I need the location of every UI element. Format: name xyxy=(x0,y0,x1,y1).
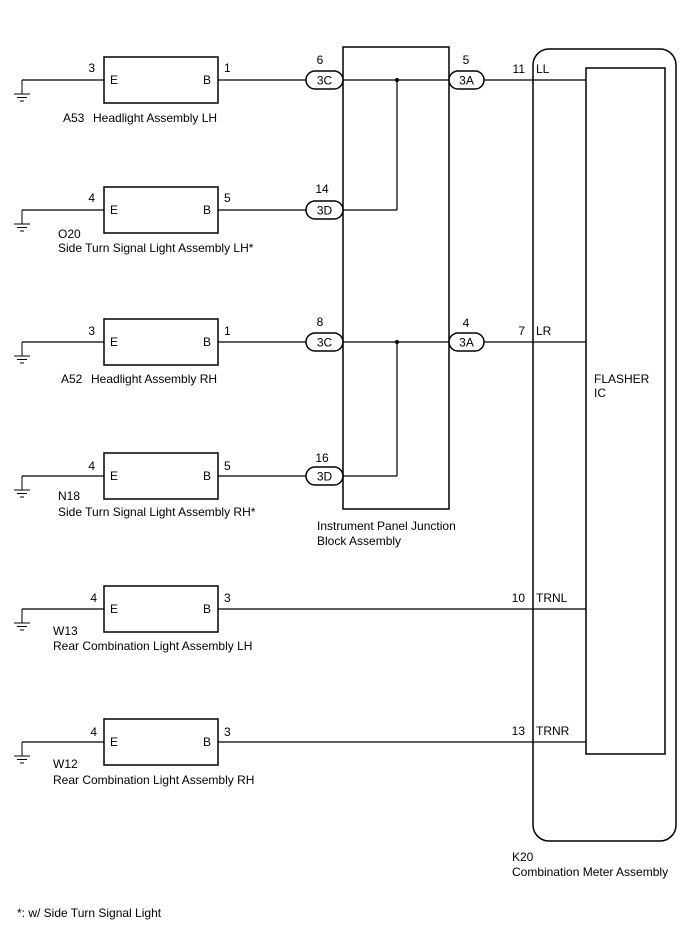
connector-pin: 14 xyxy=(315,182,329,196)
connector-label: 3C xyxy=(317,336,333,350)
meter-code: K20 xyxy=(512,850,534,864)
component-name: Rear Combination Light Assembly LH xyxy=(53,639,252,653)
connector-label: 3D xyxy=(317,204,333,218)
flasher-ic-label: FLASHER xyxy=(594,372,650,386)
flasher-ic-label: IC xyxy=(594,386,606,400)
component-box xyxy=(103,186,219,234)
flasher-ic-box xyxy=(585,67,666,755)
pin-e-number: 3 xyxy=(88,61,95,75)
pin-e-number: 4 xyxy=(88,191,95,205)
connector-pill xyxy=(305,332,344,352)
component-code: A53 xyxy=(63,111,85,125)
pin-b-number: 5 xyxy=(224,191,231,205)
meter-pin: 13 xyxy=(512,724,526,738)
connector-label: 3C xyxy=(317,74,333,88)
pin-b-number: 1 xyxy=(224,61,231,75)
component-name: Side Turn Signal Light Assembly LH* xyxy=(58,241,254,255)
terminal-b-label: B xyxy=(203,735,211,749)
terminal-b-label: B xyxy=(203,469,211,483)
pin-b-number: 3 xyxy=(224,725,231,739)
junction-block-name: Block Assembly xyxy=(317,534,401,548)
terminal-e-label: E xyxy=(110,335,118,349)
meter-pin: 10 xyxy=(512,591,526,605)
ground-icon xyxy=(14,742,30,764)
component-rear-combination-lh: 4 E B 3 W13 Rear Combination Light Assem… xyxy=(14,585,252,653)
connector-pin: 6 xyxy=(317,53,324,67)
meter-signal: TRNR xyxy=(536,724,570,738)
meter-signal: LL xyxy=(536,62,550,76)
component-box xyxy=(103,718,219,766)
component-name: Headlight Assembly RH xyxy=(91,372,217,386)
component-headlight-lh: 3 E B 1 A53 Headlight Assembly LH xyxy=(14,56,231,125)
terminal-e-label: E xyxy=(110,602,118,616)
ground-icon xyxy=(14,210,30,232)
connector-pill xyxy=(305,70,344,90)
pin-b-number: 5 xyxy=(224,459,231,473)
meter-signal: LR xyxy=(536,324,552,338)
connector-label: 3D xyxy=(317,470,333,484)
component-box xyxy=(103,318,219,366)
terminal-b-label: B xyxy=(203,335,211,349)
component-side-turn-lh: 4 E B 5 O20 Side Turn Signal Light Assem… xyxy=(14,186,254,255)
splice-dot xyxy=(395,340,399,344)
connector-pill xyxy=(305,200,344,220)
component-name: Side Turn Signal Light Assembly RH* xyxy=(58,505,256,519)
component-headlight-rh: 3 E B 1 A52 Headlight Assembly RH xyxy=(14,318,231,386)
terminal-e-label: E xyxy=(110,735,118,749)
terminal-b-label: B xyxy=(203,203,211,217)
pin-b-number: 3 xyxy=(224,591,231,605)
connector-label: 3A xyxy=(459,74,474,88)
component-code: O20 xyxy=(58,227,81,241)
component-code: N18 xyxy=(58,489,80,503)
meter-name: Combination Meter Assembly xyxy=(512,865,668,879)
connector-pin: 16 xyxy=(315,451,329,465)
junction-block-box xyxy=(342,46,450,510)
component-code: W13 xyxy=(53,624,78,638)
component-box xyxy=(103,56,219,104)
footnote: *: w/ Side Turn Signal Light xyxy=(17,906,162,920)
terminal-e-label: E xyxy=(110,73,118,87)
component-name: Headlight Assembly LH xyxy=(93,111,217,125)
junction-block: 3C 6 3D 14 3C 8 3D 16 3A 5 3A 4 Instrume… xyxy=(305,46,485,548)
terminal-e-label: E xyxy=(110,469,118,483)
splice-dot xyxy=(395,78,399,82)
connector-pill xyxy=(305,466,344,486)
ground-icon xyxy=(14,609,30,631)
ground-icon xyxy=(14,342,30,364)
connector-label: 3A xyxy=(459,336,474,350)
terminal-e-label: E xyxy=(110,203,118,217)
pin-e-number: 4 xyxy=(88,459,95,473)
component-code: A52 xyxy=(61,372,83,386)
component-side-turn-rh: 4 E B 5 N18 Side Turn Signal Light Assem… xyxy=(14,452,256,519)
connector-pin: 5 xyxy=(463,53,470,67)
pin-e-number: 4 xyxy=(90,591,97,605)
pin-e-number: 4 xyxy=(90,725,97,739)
pin-e-number: 3 xyxy=(88,324,95,338)
component-code: W12 xyxy=(53,757,78,771)
pin-b-number: 1 xyxy=(224,324,231,338)
component-rear-combination-rh: 4 E B 3 W12 Rear Combination Light Assem… xyxy=(14,718,254,787)
connector-pin: 8 xyxy=(317,315,324,329)
meter-pin: 11 xyxy=(513,62,526,76)
component-box xyxy=(103,452,219,500)
meter-pin: 7 xyxy=(518,324,525,338)
junction-block-name: Instrument Panel Junction xyxy=(317,519,456,533)
component-name: Rear Combination Light Assembly RH xyxy=(53,773,254,787)
meter-signal: TRNL xyxy=(536,591,568,605)
wires-to-junction xyxy=(218,79,306,477)
combination-meter: FLASHER IC 11 LL 7 LR 10 TRNL 13 TRNR K2… xyxy=(218,48,677,879)
ground-icon xyxy=(14,80,30,102)
terminal-b-label: B xyxy=(203,73,211,87)
terminal-b-label: B xyxy=(203,602,211,616)
ground-icon xyxy=(14,476,30,498)
component-box xyxy=(103,585,219,633)
connector-pin: 4 xyxy=(463,316,470,330)
